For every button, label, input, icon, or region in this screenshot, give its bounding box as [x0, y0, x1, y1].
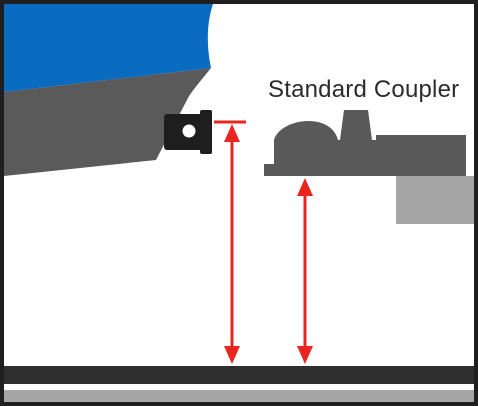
arrowhead-up-icon: [224, 124, 240, 142]
coupler-label: Standard Coupler: [268, 76, 460, 103]
arrowhead-up-icon: [297, 178, 313, 196]
hitch-ball-mount: [164, 110, 212, 154]
ground-dark-stripe: [4, 366, 474, 384]
vehicle-bumper: [4, 68, 211, 176]
vehicle-body: [4, 4, 213, 92]
ground-gap: [4, 384, 474, 390]
ground-light-stripe: [4, 390, 474, 402]
hitch-height-measurement: [214, 120, 246, 364]
standard-coupler: [264, 110, 466, 176]
arrowhead-down-icon: [297, 346, 313, 364]
coupler-height-measurement: [297, 178, 313, 364]
arrowhead-down-icon: [224, 346, 240, 364]
trailer-frame-block: [396, 176, 474, 224]
